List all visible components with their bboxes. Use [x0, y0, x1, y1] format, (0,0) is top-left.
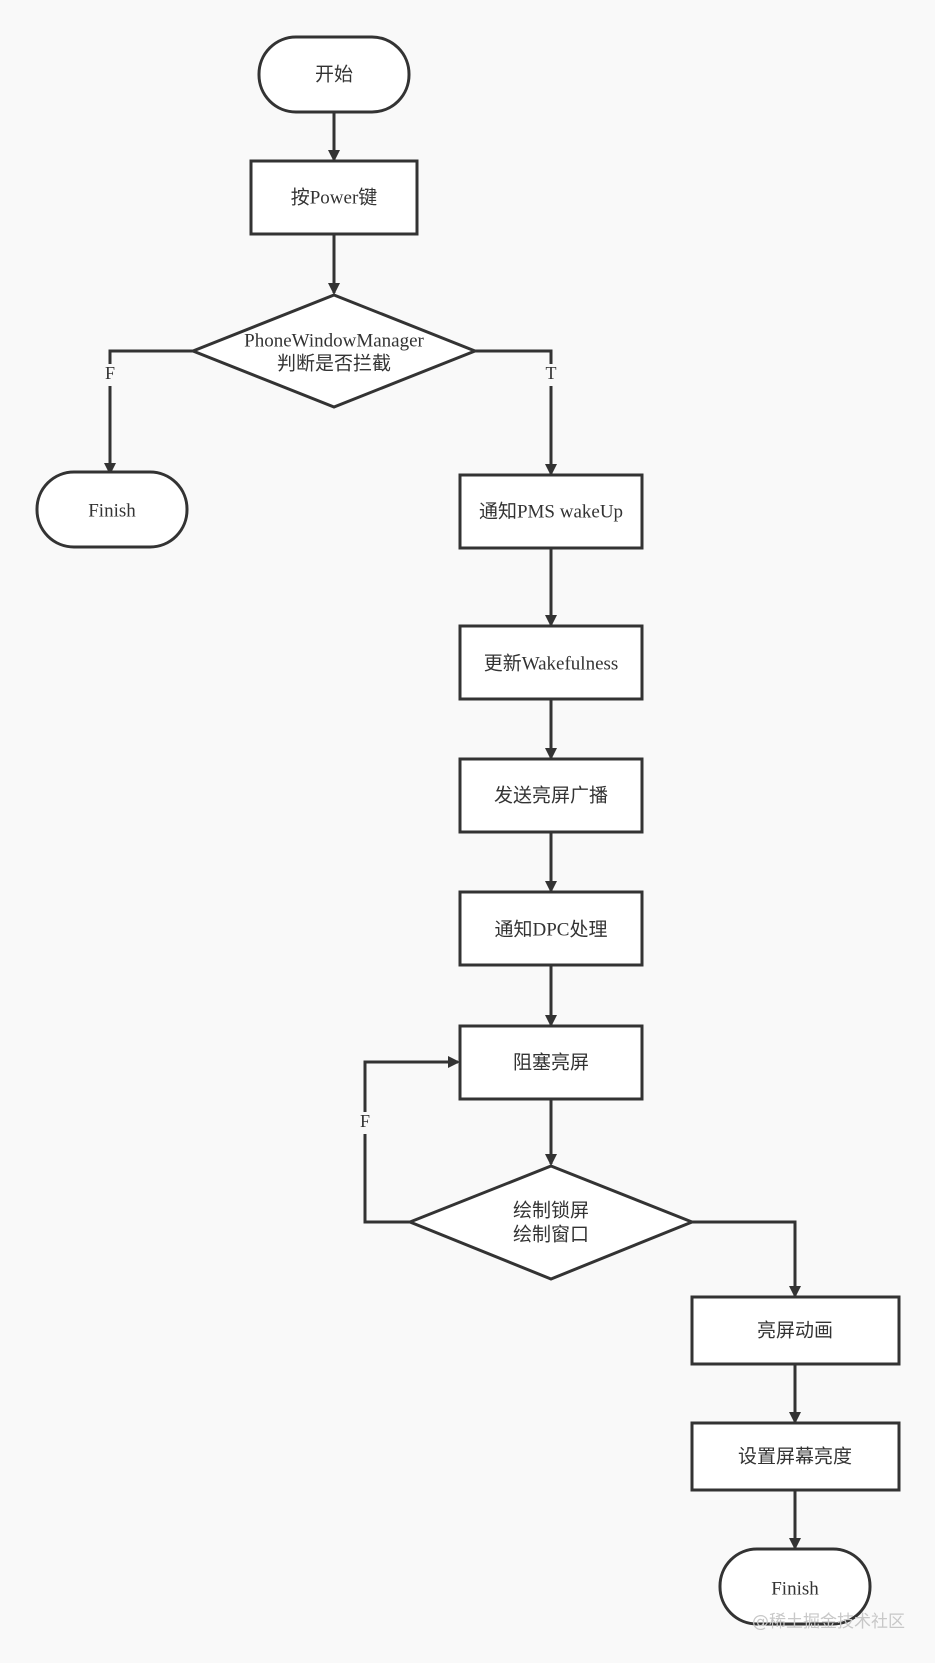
edge-labels: F T F [101, 363, 560, 1134]
set-brightness-label: 设置屏幕亮度 [738, 1445, 852, 1467]
edge-label-pwm-true: T [546, 363, 557, 383]
edges [104, 112, 801, 1550]
draw-decision-label-line1: 绘制锁屏 [513, 1199, 589, 1221]
edge-pwm-false-to-finish [104, 349, 193, 475]
watermark: @稀土掘金技术社区 [752, 1612, 905, 1632]
finish-left-label: Finish [88, 500, 136, 521]
label-bg-draw-false [356, 1112, 374, 1134]
notify-dpc-box [458, 890, 644, 967]
label-bg-pwm-false [101, 364, 119, 386]
screen-on-animation-label: 亮屏动画 [757, 1319, 833, 1341]
send-broadcast-box [458, 757, 644, 834]
update-wakefulness-label: 更新Wakefulness [484, 652, 619, 674]
label-bg-pwm-true [542, 364, 560, 386]
notify-pms-label: 通知PMS wakeUp [479, 500, 623, 522]
edge-draw-to-animation [692, 1220, 801, 1298]
pwm-decision-label-line1: PhoneWindowManager [244, 330, 424, 351]
update-wakefulness-box [458, 624, 644, 701]
edge-label-pwm-false: F [105, 363, 115, 383]
finish-bottom-label: Finish [771, 1578, 819, 1599]
send-broadcast-label: 发送亮屏广播 [494, 784, 608, 806]
finish-left-terminal [35, 470, 189, 549]
edge-label-draw-false: F [360, 1111, 370, 1131]
block-screen-on-label: 阻塞亮屏 [513, 1051, 589, 1073]
draw-decision-diamond [405, 1164, 697, 1281]
start-terminal [257, 35, 411, 114]
draw-decision-label-line2: 绘制窗口 [513, 1223, 589, 1245]
start-label: 开始 [315, 63, 353, 85]
finish-bottom-terminal [718, 1547, 872, 1626]
pwm-decision-label-line2: 判断是否拦截 [277, 352, 391, 374]
edge-pwm-true-to-notify-pms [475, 349, 557, 476]
edge-draw-false-loop [363, 1056, 460, 1224]
notify-dpc-label: 通知DPC处理 [495, 918, 608, 940]
block-screen-on-box [458, 1024, 644, 1101]
notify-pms-box [458, 473, 644, 550]
nodes: 开始 按Power键 PhoneWindowManager 判断是否拦截 Fin… [35, 35, 901, 1626]
press-power-box [249, 159, 419, 236]
pwm-decision-diamond [188, 293, 480, 409]
press-power-label: 按Power键 [291, 186, 378, 208]
set-brightness-box [690, 1421, 901, 1492]
screen-on-animation-box [690, 1295, 901, 1366]
